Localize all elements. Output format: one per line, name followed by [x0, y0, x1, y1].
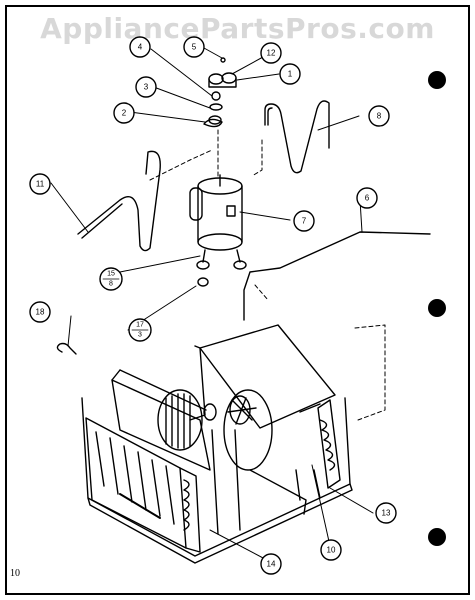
- callout-15-sub: 8: [109, 281, 113, 288]
- callout-6: 6: [365, 194, 370, 203]
- callout-17: 17: [136, 322, 144, 329]
- suction-tube: [77, 150, 161, 252]
- callout-11: 11: [36, 180, 45, 189]
- callout-4: 4: [138, 43, 143, 52]
- chassis-assembly: [81, 324, 353, 564]
- callout-8: 8: [377, 112, 382, 121]
- callout-2: 2: [122, 109, 127, 118]
- capillary-tube: [243, 231, 431, 321]
- callout-1: 1: [288, 70, 293, 79]
- callout-3: 3: [144, 83, 149, 92]
- page-number: 10: [10, 568, 20, 579]
- clip: [56, 342, 77, 355]
- callout-7: 7: [302, 217, 307, 226]
- discharge-tube: [264, 100, 330, 174]
- binder-hole: [428, 299, 446, 317]
- callout-circles: [29, 36, 397, 575]
- callout-14: 14: [267, 560, 276, 569]
- callout-5: 5: [192, 43, 197, 52]
- callout-15: 15: [107, 271, 115, 278]
- binder-hole: [428, 528, 446, 546]
- fitting-assembly: [203, 57, 237, 128]
- diagram-border: [5, 5, 470, 595]
- callout-12: 12: [267, 49, 276, 58]
- callout-13: 13: [382, 509, 391, 518]
- binder-hole: [428, 71, 446, 89]
- compressor: [189, 174, 247, 287]
- callout-17-sub: 3: [138, 332, 142, 339]
- callout-10: 10: [327, 546, 336, 555]
- callout-18: 18: [36, 308, 45, 317]
- watermark: AppliancePartsPros.com: [40, 12, 435, 45]
